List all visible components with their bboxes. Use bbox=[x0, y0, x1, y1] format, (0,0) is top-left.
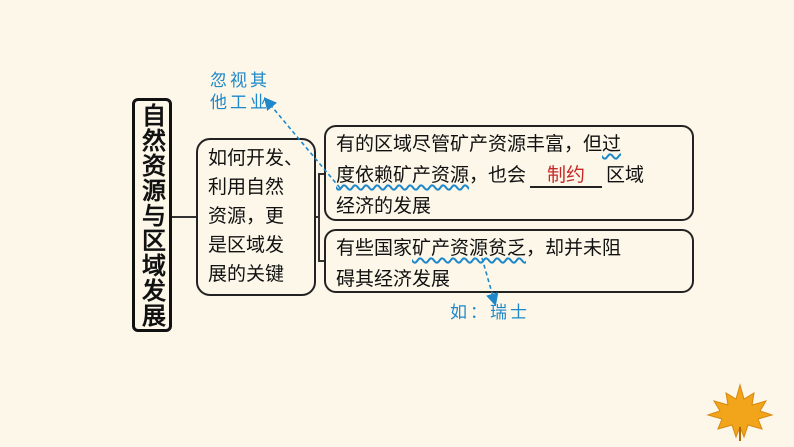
maple-leaf-icon bbox=[706, 383, 774, 441]
connector-bracket bbox=[318, 173, 320, 261]
middle-line: 是区域发 bbox=[208, 234, 285, 256]
box2-line1-pre: 有些国家 bbox=[336, 237, 413, 259]
answer-blank: 制约 bbox=[530, 164, 603, 188]
resource-poor-box: 有些国家矿产资源贫乏，却并未阻 碍其经济发展 bbox=[324, 229, 694, 293]
box1-line2-post: 区域 bbox=[606, 164, 645, 186]
note-example-switzerland: 如：瑞士 bbox=[450, 303, 530, 323]
box2-line1-post: ，却并未阻 bbox=[526, 237, 622, 259]
diagram-title: 自然资源与区域发展 bbox=[137, 102, 166, 328]
middle-line: 展的关键 bbox=[208, 263, 285, 285]
box1-line2: 度依赖矿产资源，也会制约区域 bbox=[336, 160, 684, 191]
middle-line: 利用自然 bbox=[208, 176, 285, 198]
box1-line1-wavy: 过 bbox=[602, 133, 622, 155]
resource-rich-box: 有的区域尽管矿产资源丰富，但过 度依赖矿产资源，也会制约区域 经济的发展 bbox=[324, 125, 694, 221]
note-top-line1: 忽视其 bbox=[210, 71, 270, 91]
box2-line2: 碍其经济发展 bbox=[336, 268, 451, 290]
middle-line: 如何开发、 bbox=[208, 147, 304, 169]
connector-to-box2 bbox=[318, 260, 324, 262]
title-box: 自然资源与区域发展 bbox=[132, 98, 172, 332]
box2-line1-wavy: 矿产资源贫乏 bbox=[412, 237, 527, 259]
box1-line1: 有的区域尽管矿产资源丰富，但过 bbox=[336, 129, 684, 160]
note-top-line2: 他工业 bbox=[210, 93, 270, 113]
middle-line: 资源，更 bbox=[208, 205, 285, 227]
box1-line3: 经济的发展 bbox=[336, 195, 432, 217]
box2-line1: 有些国家矿产资源贫乏，却并未阻 bbox=[336, 233, 684, 264]
box1-line2-mid: ，也会 bbox=[469, 164, 527, 186]
box1-line1-text: 有的区域尽管矿产资源丰富，但 bbox=[336, 133, 603, 155]
connector-title-middle bbox=[172, 216, 196, 218]
box1-line2-wavy: 度依赖矿产资源 bbox=[336, 164, 470, 186]
middle-box: 如何开发、 利用自然 资源，更 是区域发 展的关键 bbox=[196, 138, 316, 296]
note-ignore-other-industries: 忽视其 他工业 bbox=[210, 70, 270, 114]
